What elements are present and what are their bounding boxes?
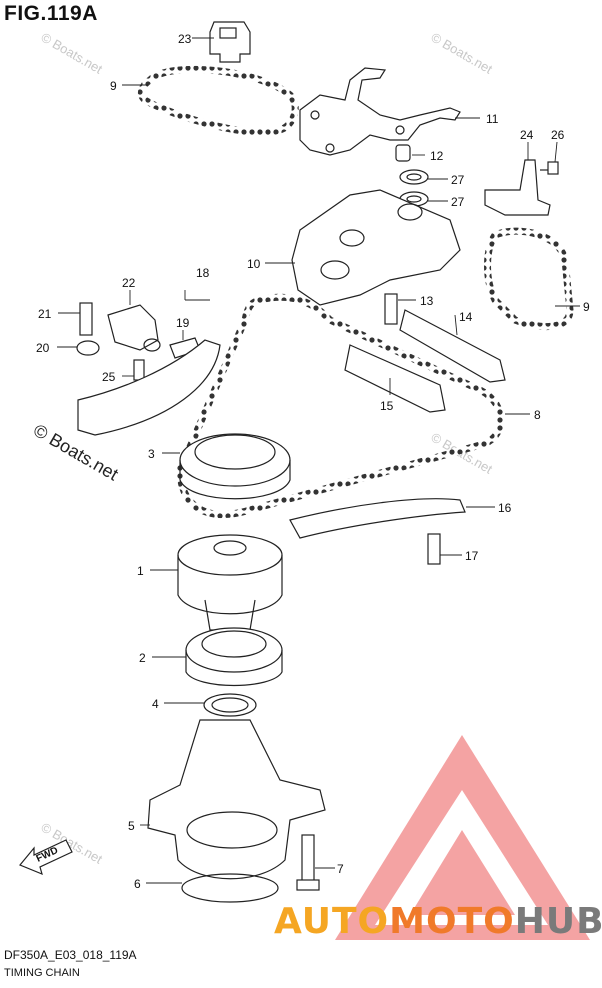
brand-part-auto: AUTO — [274, 901, 390, 942]
watermark-text: © Boats.net — [39, 30, 106, 77]
part-9-chain-upper-right — [484, 227, 574, 331]
part-26-bolt — [540, 161, 559, 175]
brand-wordmark: AUTOMOTOHUB — [274, 901, 602, 942]
part-24-tensioner-arm — [484, 159, 551, 216]
brand-part-moto: MOTO — [389, 901, 515, 942]
part-4-oil-seal — [203, 693, 257, 717]
label-ref-5: 5 — [128, 819, 135, 833]
part-15-chain-guide-lower — [344, 344, 446, 413]
label-ref-9a: 9 — [110, 79, 117, 93]
label-ref-14: 14 — [459, 310, 473, 324]
part-11-gasket — [299, 67, 461, 156]
part-25-bolt — [133, 359, 145, 381]
part-23-chain-guide-top — [209, 21, 251, 63]
part-16-chain-guide — [289, 498, 466, 539]
label-ref-9b: 9 — [583, 300, 590, 314]
part-2-bearing — [185, 627, 283, 686]
label-ref-22: 22 — [122, 276, 136, 290]
part-21-bolt — [79, 302, 93, 336]
part-14-chain-guide — [399, 309, 506, 383]
label-ref-4: 4 — [152, 697, 159, 711]
part-10-cam-housing — [291, 189, 461, 306]
leader-lines — [57, 37, 580, 884]
brand-part-hub: HUB — [514, 901, 602, 942]
label-ref-15: 15 — [380, 399, 394, 413]
part-17-bolt — [427, 533, 441, 565]
label-ref-24: 24 — [520, 128, 534, 142]
part-9-chain-upper-left — [137, 65, 299, 136]
label-ref-8: 8 — [534, 408, 541, 422]
figure-code: DF350A_E03_018_119A — [4, 948, 137, 962]
label-ref-26: 26 — [551, 128, 565, 142]
figure-title: FIG.119A — [4, 2, 98, 25]
label-ref-12: 12 — [430, 149, 444, 163]
label-ref-27b: 27 — [451, 195, 465, 209]
label-ref-16: 16 — [498, 501, 512, 515]
part-1-drive-gear — [177, 534, 283, 631]
label-ref-17: 17 — [465, 549, 479, 563]
part-6-o-ring — [181, 873, 279, 903]
label-ref-27a: 27 — [451, 173, 465, 187]
fwd-arrow-icon — [19, 839, 73, 876]
label-ref-19: 19 — [176, 316, 190, 330]
label-ref-18: 18 — [196, 266, 210, 280]
label-ref-2: 2 — [139, 651, 146, 665]
part-5-bearing-housing — [147, 719, 326, 880]
part-18-tensioner-shoe — [77, 339, 221, 436]
label-ref-25: 25 — [102, 370, 116, 384]
part-27-oil-seal-a — [399, 169, 429, 185]
label-ref-10: 10 — [247, 257, 261, 271]
label-ref-20: 20 — [36, 341, 50, 355]
part-number-labels: 23 9 11 12 27 27 24 26 10 9 13 14 15 8 2… — [36, 32, 590, 891]
brand-triangle-logo — [335, 735, 590, 940]
figure-name: TIMING CHAIN — [4, 967, 80, 979]
label-ref-1: 1 — [137, 564, 144, 578]
label-ref-23: 23 — [178, 32, 192, 46]
part-22-tensioner — [107, 304, 161, 352]
part-12-dowel — [395, 144, 411, 162]
label-ref-3: 3 — [148, 447, 155, 461]
label-ref-6: 6 — [134, 877, 141, 891]
part-8-timing-chain — [176, 293, 505, 518]
label-ref-21: 21 — [38, 307, 52, 321]
label-ref-7: 7 — [337, 862, 344, 876]
watermark-text: © Boats.net — [429, 30, 496, 77]
label-ref-13: 13 — [420, 294, 434, 308]
part-3-bearing — [179, 433, 291, 500]
part-20-collar — [76, 340, 100, 356]
part-13-bolt — [384, 293, 398, 325]
part-7-bolt — [296, 834, 320, 891]
label-ref-11: 11 — [486, 112, 499, 126]
